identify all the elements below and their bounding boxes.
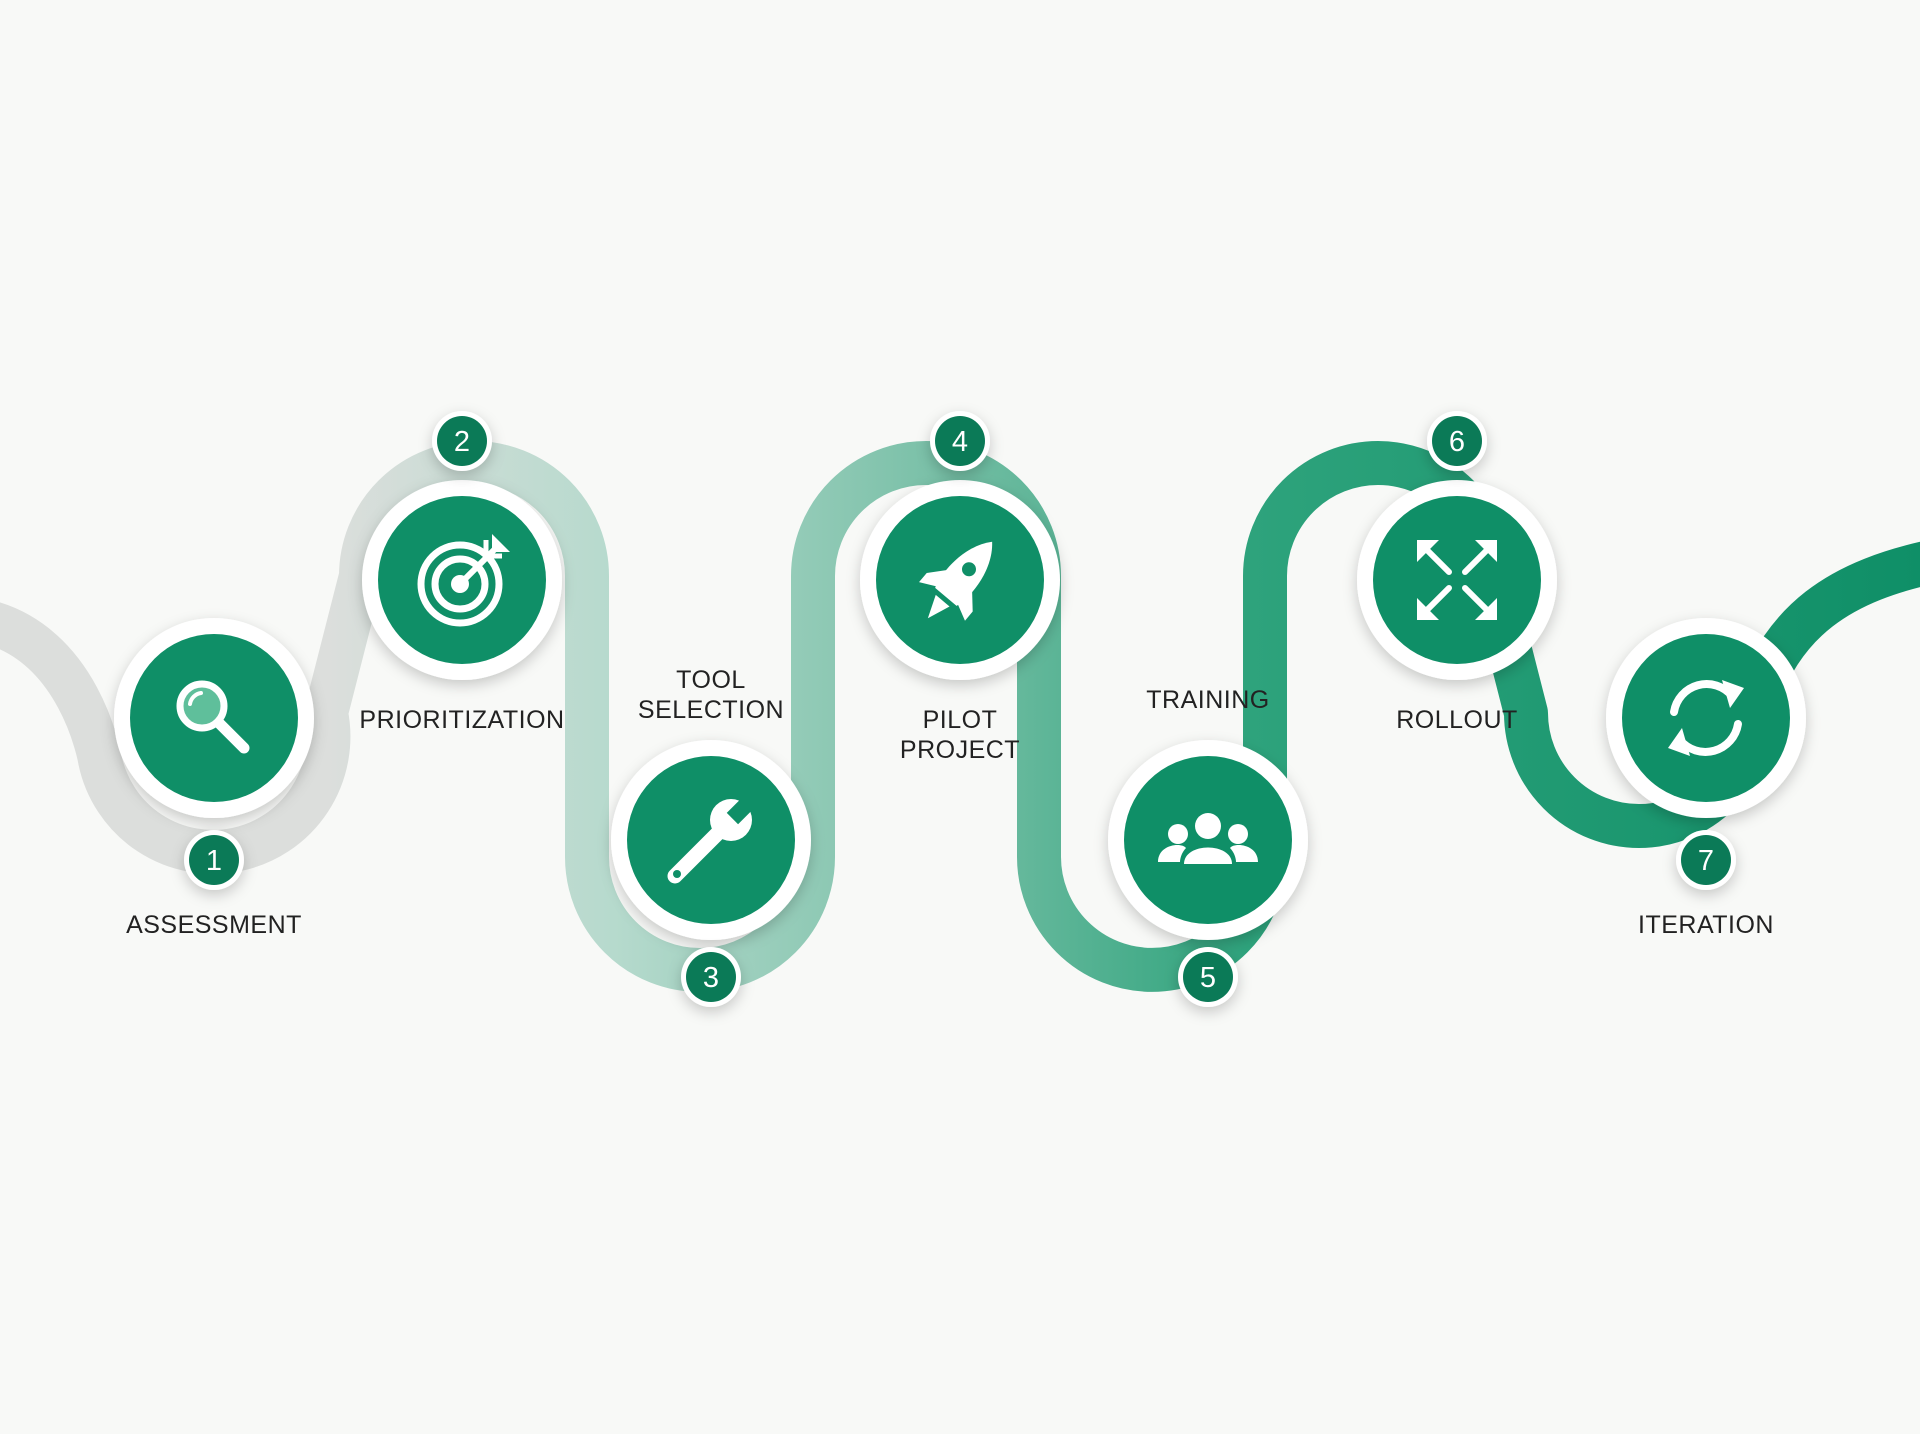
step-1: 1 [114,618,314,890]
refresh-icon [1668,680,1744,756]
step-3-badge: 3 [681,947,741,1007]
team-icon [1158,813,1258,864]
step-4-number: 4 [952,426,968,458]
step-2-number: 2 [454,426,470,458]
step-6-badge: 6 [1427,411,1487,471]
step-5: 5 [1108,740,1308,1007]
step-2-label: PRIORITIZATION [359,706,565,734]
expand-arrows-icon [1417,540,1497,620]
step-2-badge: 2 [432,411,492,471]
step-4-label: PILOT PROJECT [899,706,1021,764]
step-1-label: ASSESSMENT [126,911,302,939]
step-1-number: 1 [206,845,222,877]
step-7: 7 [1606,618,1806,890]
step-6-number: 6 [1449,426,1465,458]
step-6-label: ROLLOUT [1396,706,1518,734]
step-7-number: 7 [1698,845,1714,877]
step-5-badge: 5 [1178,947,1238,1007]
step-6: 6 [1357,411,1557,680]
wrench-icon [667,791,760,884]
step-5-label: TRAINING [1146,686,1270,714]
step-7-label: ITERATION [1638,911,1774,939]
step-3: 3 [611,740,811,1007]
step-6-disc [1373,496,1541,664]
step-5-disc [1124,756,1292,924]
rocket-icon [919,541,993,621]
step-4-badge: 4 [930,411,990,471]
step-5-number: 5 [1200,962,1216,994]
step-7-disc [1622,634,1790,802]
step-3-label: TOOL SELECTION [637,666,785,724]
step-1-badge: 1 [184,830,244,890]
step-7-badge: 7 [1676,830,1736,890]
step-3-number: 3 [703,962,719,994]
step-2: 2 [362,411,562,680]
target-icon [417,534,510,627]
magnifier-icon [176,680,250,754]
step-4: 4 [860,411,1060,680]
